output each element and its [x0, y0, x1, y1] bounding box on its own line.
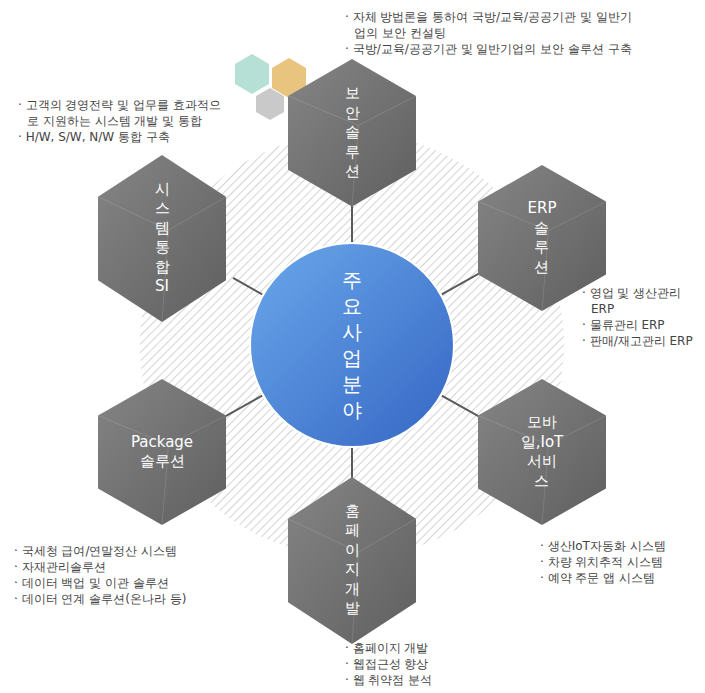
- node-title: 보안 솔루션: [345, 84, 360, 182]
- connector-line: [351, 448, 353, 479]
- bullet-list: · 자체 방법론을 통하여 국방/교육/공공기관 및 일반기업의 보안 컨설팅·…: [345, 9, 637, 57]
- bullet-item: · 홈페이지 개발: [345, 640, 495, 656]
- bullet-item: · 자재관리솔루션: [14, 559, 219, 575]
- node-title: 시스템통합 SI: [155, 180, 170, 297]
- bullet-item: · H/W, S/W, N/W 통합 구축: [18, 129, 228, 145]
- hexagon-shape: [478, 379, 606, 525]
- bullet-item: · 판매/재고관리 ERP: [582, 333, 702, 349]
- deco-hexagon: [235, 54, 269, 94]
- bullet-item: · 물류관리 ERP: [582, 317, 702, 333]
- bullet-list: · 홈페이지 개발· 웹접근성 향상· 웹 취약점 분석: [345, 640, 495, 688]
- business-hexagon: 시스템통합 SI: [98, 155, 226, 322]
- bullet-item: · 데이터 백업 및 이관 솔루션: [14, 575, 219, 591]
- bullet-item: · 웹접근성 향상: [345, 656, 495, 672]
- hexagon-facet: [478, 416, 606, 526]
- bullet-item: · 데이터 연계 솔루션(온나라 등): [14, 591, 219, 607]
- hexagon-facet: [98, 416, 226, 526]
- deco-hexagon: [256, 88, 284, 120]
- bullet-list: · 고객의 경영전략 및 업무를 효과적으로 지원하는 시스템 개발 및 통합·…: [18, 97, 228, 145]
- circle-shape: [250, 243, 454, 447]
- bullet-list: · 국세청 급여/연말정산 시스템· 자재관리솔루션· 데이터 백업 및 이관 …: [14, 543, 219, 607]
- bullet-list: · 생산IoT자동화 시스템· 차량 위치추적 시스템· 예약 주문 앱 시스템: [540, 538, 700, 586]
- hexagon-shape: [98, 155, 226, 322]
- bullet-item: · 국방/교육/공공기관 및 일반기업의 보안 솔루션 구축: [345, 41, 637, 57]
- node-title: 모바일,IoT 서비스: [521, 413, 564, 491]
- node-title: ERP 솔루션: [528, 199, 557, 277]
- connector-line: [224, 396, 262, 418]
- business-hexagon: Package 솔루션: [98, 379, 226, 525]
- business-hexagon: 보안 솔루션: [288, 59, 416, 207]
- node-title: 주요사업 분야: [342, 267, 362, 423]
- hexagon-shape: [288, 59, 416, 207]
- bullet-list: · 영업 및 생산관리 ERP· 물류관리 ERP· 판매/재고관리 ERP: [582, 285, 702, 349]
- node-title: Package 솔루션: [131, 433, 193, 472]
- bullet-item: · 자체 방법론을 통하여 국방/교육/공공기관 및 일반기업의 보안 컨설팅: [345, 9, 637, 41]
- bullet-item: · 국세청 급여/연말정산 시스템: [14, 543, 219, 559]
- hexagon-shape: [98, 379, 226, 525]
- business-hexagon: 홈페이지 개발: [288, 477, 416, 644]
- connector-line: [351, 205, 353, 242]
- node-title: 홈페이지 개발: [345, 502, 360, 619]
- center-circle: 주요사업 분야: [249, 242, 455, 448]
- bullet-item: · 영업 및 생산관리 ERP: [582, 285, 702, 317]
- connector-line: [442, 396, 480, 418]
- bullet-item: · 생산IoT자동화 시스템: [540, 538, 700, 554]
- bullet-item: · 고객의 경영전략 및 업무를 효과적으로 지원하는 시스템 개발 및 통합: [18, 97, 228, 129]
- bullet-item: · 차량 위치추적 시스템: [540, 554, 700, 570]
- hexagon-shape: [288, 477, 416, 644]
- connector-line: [233, 278, 262, 294]
- business-hexagon: 모바일,IoT 서비스: [478, 379, 606, 525]
- bullet-item: · 예약 주문 앱 시스템: [540, 570, 700, 586]
- bullet-item: · 웹 취약점 분석: [345, 672, 495, 688]
- connector-line: [442, 273, 480, 295]
